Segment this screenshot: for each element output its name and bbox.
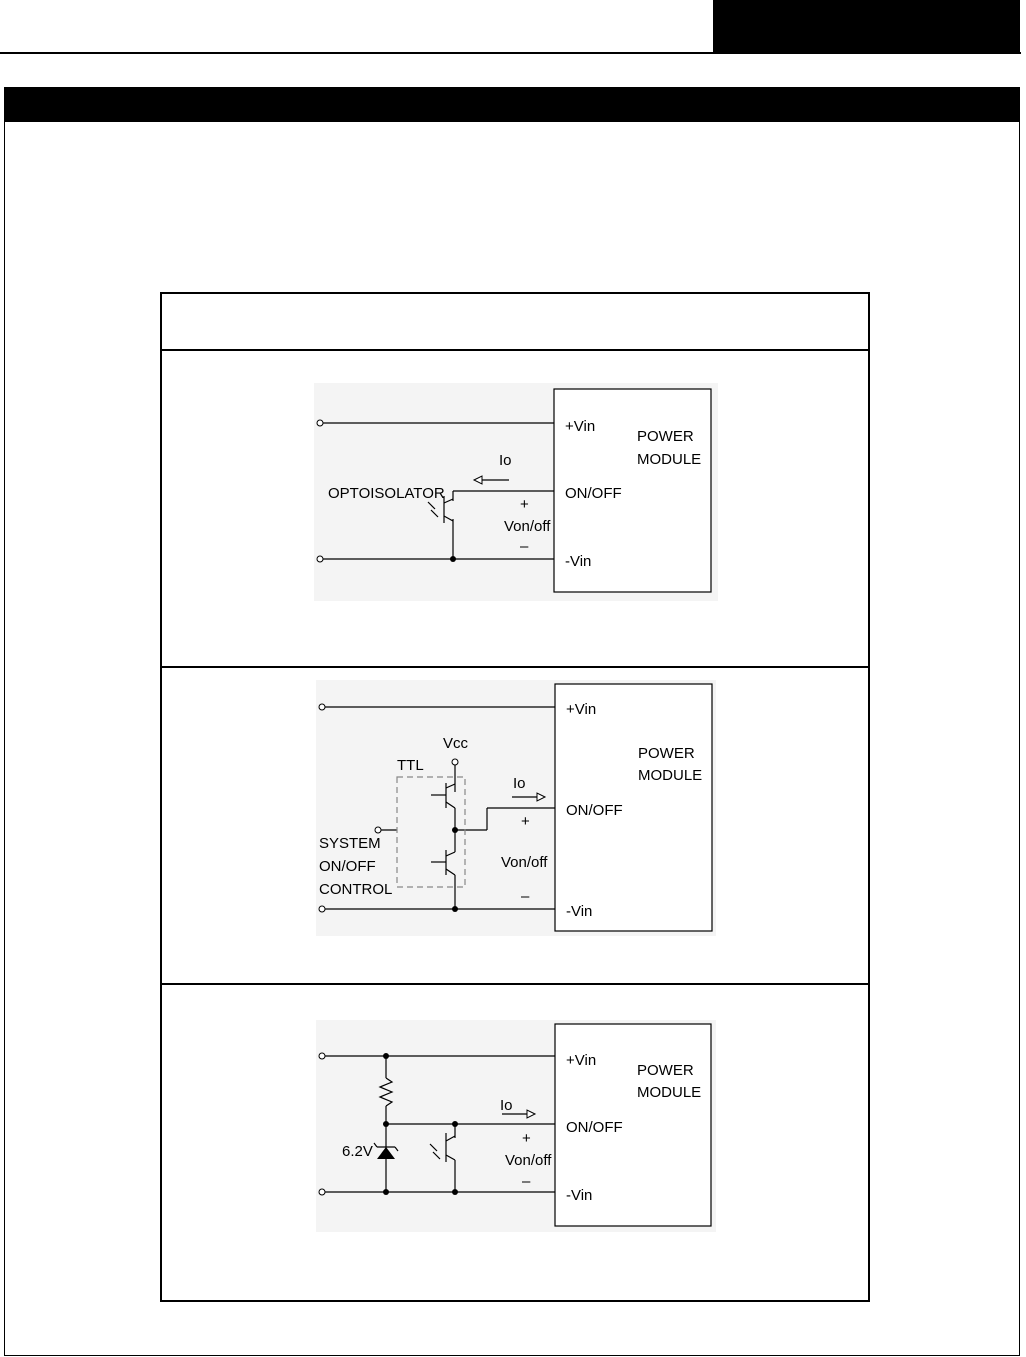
module-label-module: MODULE [637, 1084, 701, 1101]
io-label: Io [499, 452, 512, 469]
vin-minus-label: -Vin [566, 1187, 592, 1204]
circuit-table [160, 292, 870, 1302]
table-divider [162, 666, 868, 668]
page-frame [4, 87, 1020, 1356]
system-label-line1: SYSTEM [319, 835, 381, 852]
vin-minus-label: -Vin [566, 903, 592, 920]
von-label: Von/off [505, 1152, 552, 1169]
table-divider [162, 983, 868, 985]
header-rule [0, 52, 1021, 54]
plus-label: + [520, 496, 529, 513]
section-title-bar [4, 87, 1020, 122]
von-label: Von/off [504, 518, 551, 535]
vin-plus-label: +Vin [566, 701, 596, 718]
onoff-label: ON/OFF [565, 485, 622, 502]
zener-circuit-diagram: +Vin ON/OFF -Vin POWER MODULE Io + Von/o… [316, 1020, 716, 1232]
von-label: Von/off [501, 854, 548, 871]
optoisolator-circuit-diagram: +Vin ON/OFF -Vin POWER MODULE Io + Von/o… [314, 383, 718, 601]
table-divider [162, 349, 868, 351]
zener-voltage-label: 6.2V [342, 1143, 373, 1160]
minus-label: – [522, 1173, 531, 1190]
system-label-line3: CONTROL [319, 881, 392, 898]
vcc-label: Vcc [443, 735, 469, 752]
table-header-row [162, 294, 868, 349]
system-label-line2: ON/OFF [319, 858, 376, 875]
header-tab [713, 0, 1020, 52]
plus-label: + [521, 813, 530, 830]
onoff-label: ON/OFF [566, 1119, 623, 1136]
ttl-label: TTL [397, 757, 424, 774]
vin-plus-label: +Vin [566, 1052, 596, 1069]
module-label-power: POWER [637, 1062, 694, 1079]
io-label: Io [500, 1097, 513, 1114]
module-label-module: MODULE [637, 451, 701, 468]
module-label-power: POWER [637, 428, 694, 445]
ttl-circuit-diagram: +Vin ON/OFF -Vin POWER MODULE Io + Von/o… [316, 680, 716, 936]
minus-label: – [520, 538, 529, 555]
minus-label: – [521, 888, 530, 905]
vin-plus-label: +Vin [565, 418, 595, 435]
io-label: Io [513, 775, 526, 792]
module-label-module: MODULE [638, 767, 702, 784]
onoff-label: ON/OFF [566, 802, 623, 819]
vin-minus-label: -Vin [565, 553, 591, 570]
plus-label: + [522, 1130, 531, 1147]
module-label-power: POWER [638, 745, 695, 762]
optoisolator-label: OPTOISOLATOR [328, 485, 445, 502]
